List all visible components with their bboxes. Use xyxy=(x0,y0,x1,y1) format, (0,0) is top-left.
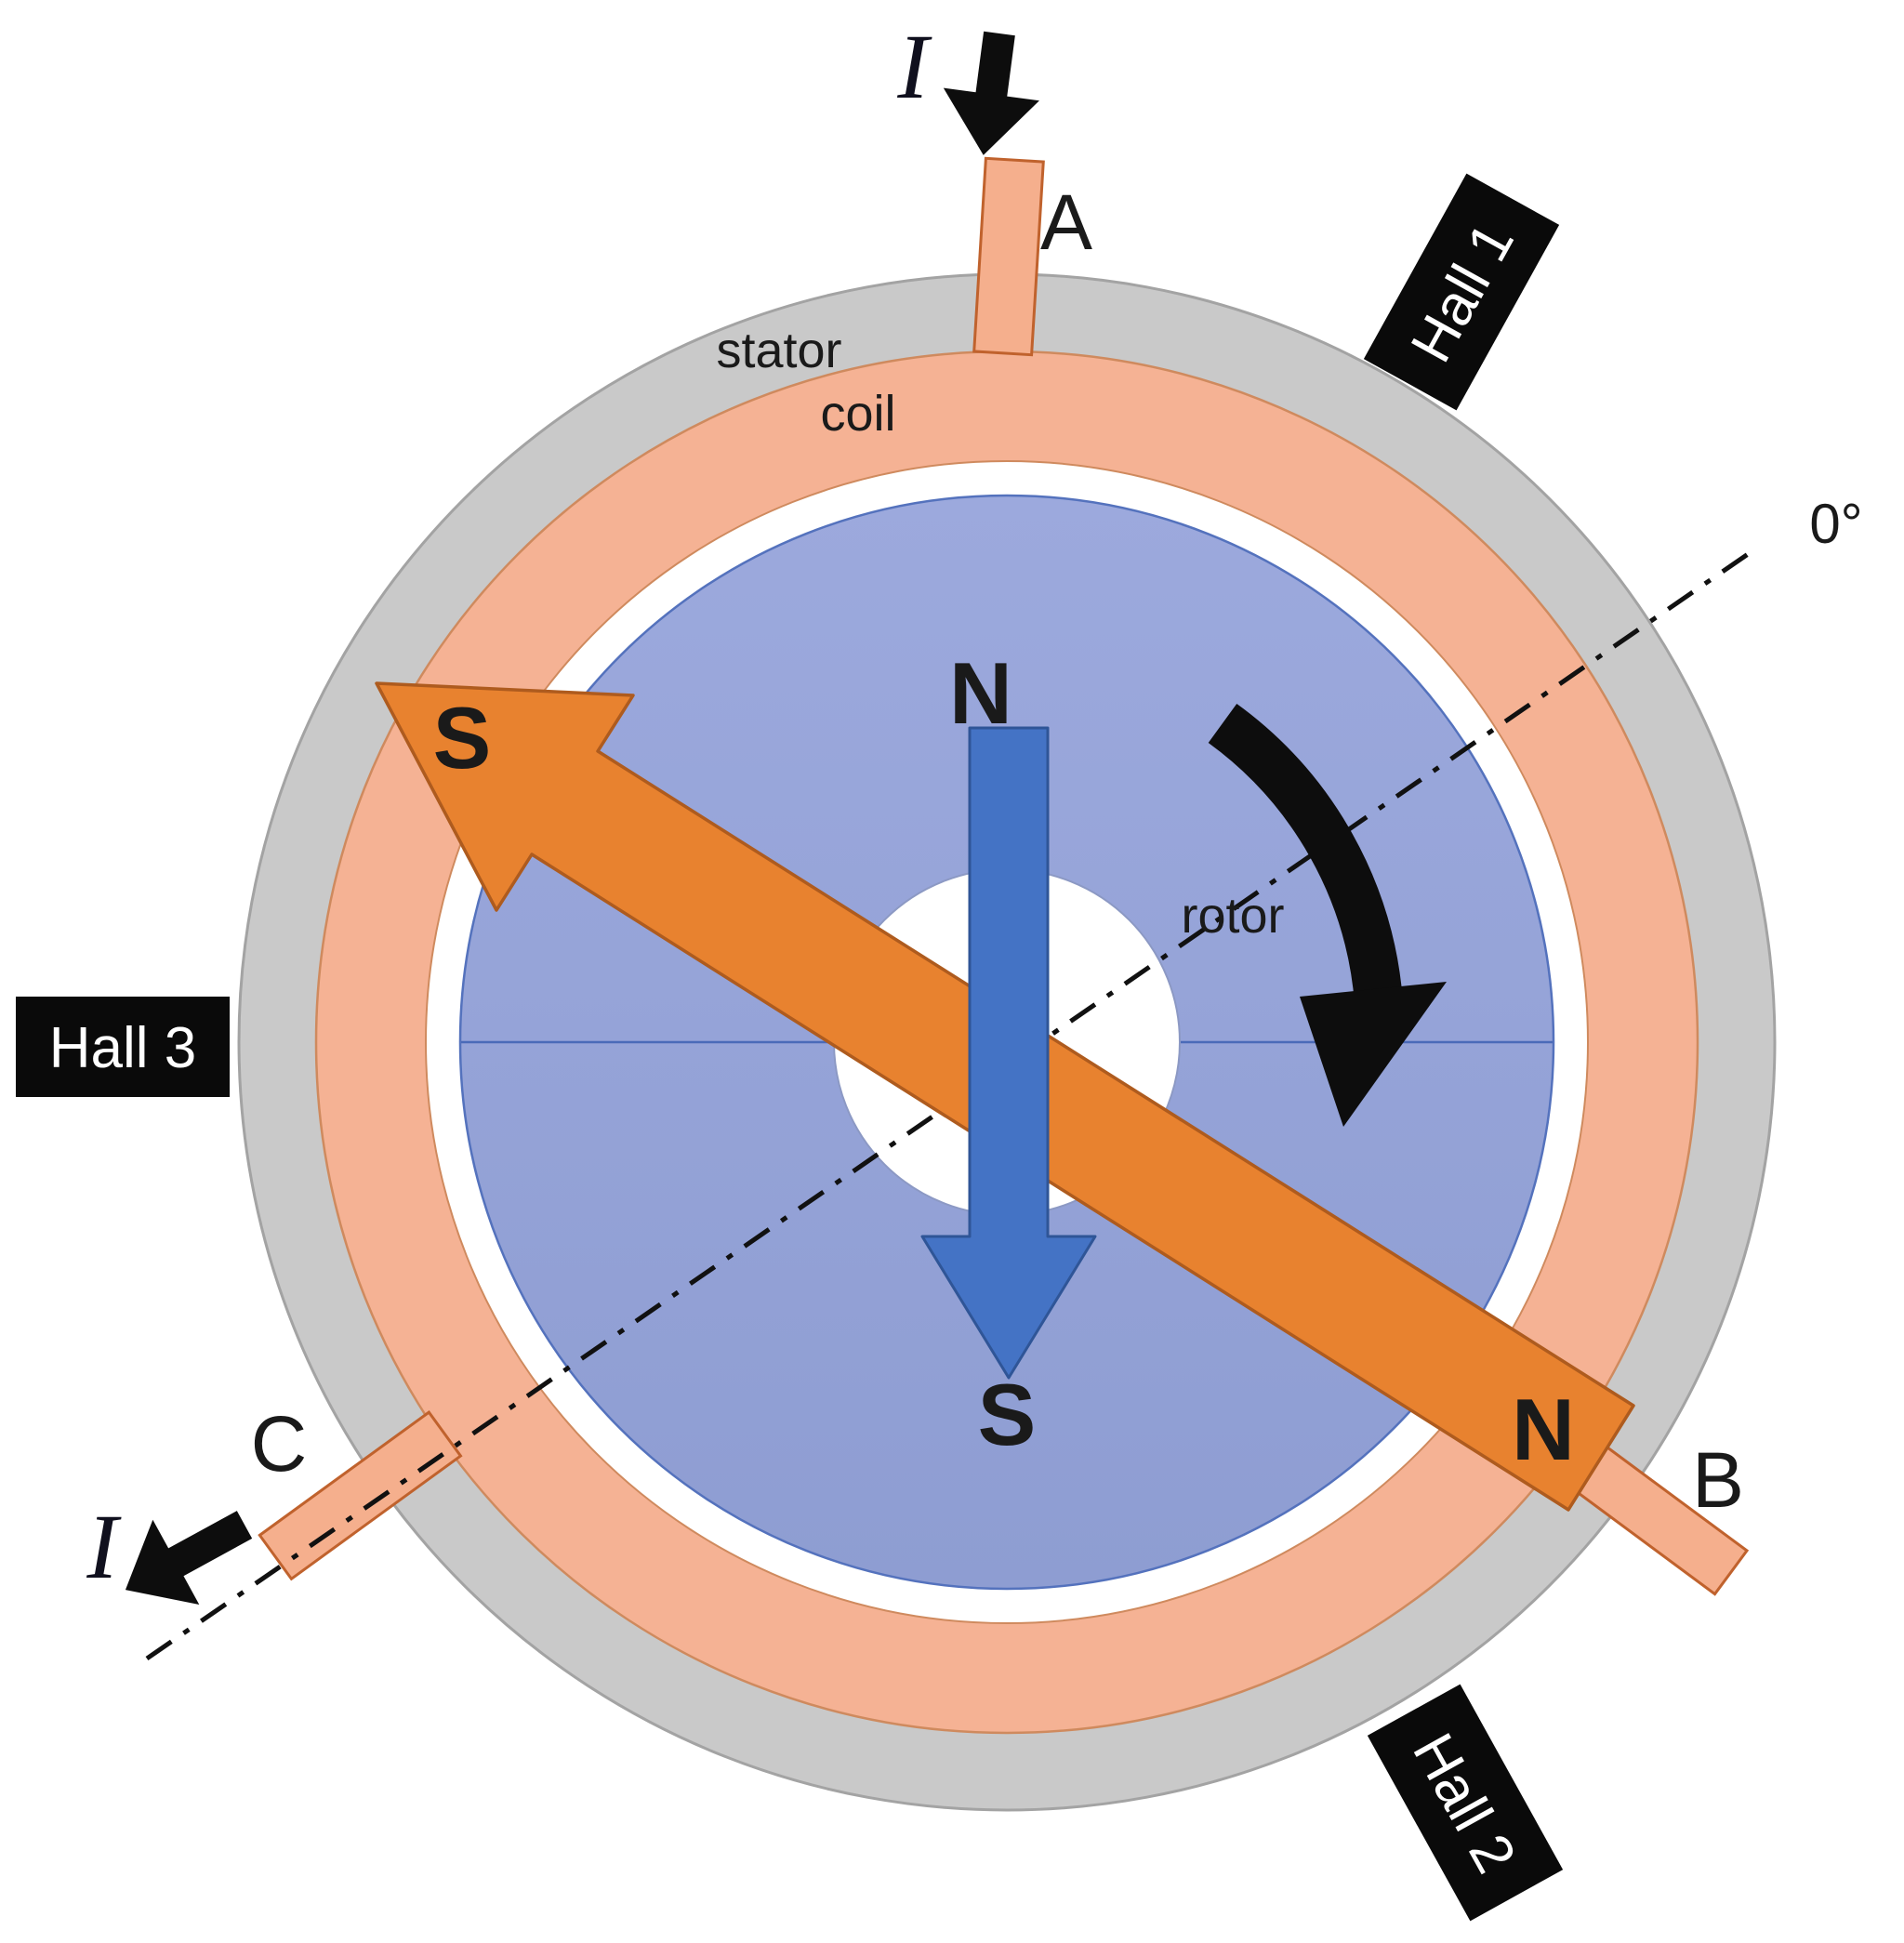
phase-a-label: A xyxy=(1040,178,1092,266)
rotor-label: rotor xyxy=(1181,888,1284,944)
phase-a-terminal-group xyxy=(972,156,1045,357)
phase-c-terminal-group xyxy=(258,1410,463,1581)
rotor-north-label: N xyxy=(949,644,1012,742)
rotation-arrow-head xyxy=(1300,982,1447,1127)
hall-sensor-1: Hall 1 xyxy=(1363,173,1560,411)
rotation-arrow-arc xyxy=(1208,703,1403,1005)
current-in-label: I xyxy=(896,15,932,118)
rotation-direction-arrow xyxy=(1208,703,1447,1127)
coil-label: coil xyxy=(820,386,895,442)
phase-c-terminal xyxy=(258,1410,463,1581)
current-out-arrow-shape xyxy=(125,1511,253,1605)
current-in-arrow-shape xyxy=(943,31,1039,155)
current-out-label: I xyxy=(86,1495,122,1598)
phase-b-label: B xyxy=(1692,1436,1744,1524)
current-out-arrow xyxy=(125,1511,253,1605)
rotor-field-arrow xyxy=(920,726,1097,1380)
hall-2-block xyxy=(1367,1684,1564,1922)
phase-a-terminal xyxy=(972,156,1045,357)
zero-degree-label: 0° xyxy=(1809,493,1862,555)
hall-3-block xyxy=(16,997,230,1097)
hall-sensor-2: Hall 2 xyxy=(1367,1684,1564,1922)
rotor-south-label: S xyxy=(978,1366,1037,1463)
stator-label: stator xyxy=(716,323,841,378)
hall-3-label: Hall 3 xyxy=(49,1016,197,1080)
stator-north-label: N xyxy=(1512,1381,1575,1478)
phase-c-label: C xyxy=(251,1400,308,1487)
hall-1-block xyxy=(1363,173,1560,411)
current-in-arrow xyxy=(943,31,1039,155)
hall-sensor-3: Hall 3 xyxy=(16,997,230,1097)
stator-south-label: S xyxy=(433,689,492,786)
